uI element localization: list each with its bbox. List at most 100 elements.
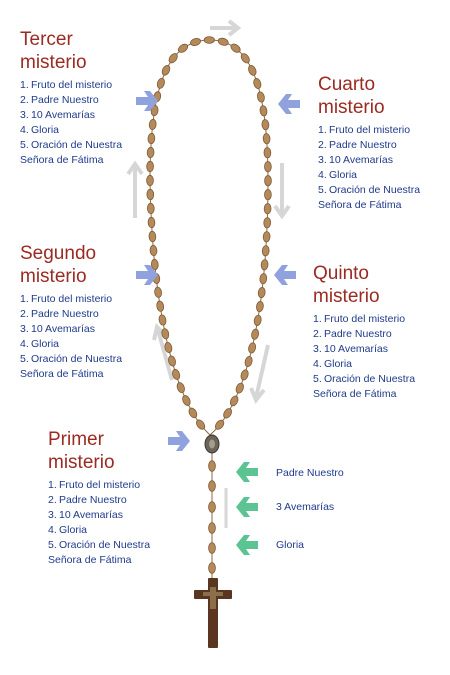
mystery-third-title: Tercer misterio <box>20 29 87 73</box>
rosary-bead <box>257 287 266 299</box>
step-5: 5.Oración de Nuestra Señora de Fátima <box>318 184 421 211</box>
step-label: Gloria <box>31 124 60 136</box>
rosary-bead <box>150 258 159 271</box>
mystery-second: Segundo misterio 1.Fruto del misterio 2.… <box>20 242 170 382</box>
step-label: Fruto del misterio <box>31 293 113 305</box>
step-label: Padre Nuestro <box>31 94 99 106</box>
rosary-bead <box>217 37 229 46</box>
step-label: Padre Nuestro <box>59 494 127 506</box>
rosary-bead <box>263 203 272 215</box>
step-label: Gloria <box>329 169 358 181</box>
mystery-second-title: Segundo misterio <box>20 243 97 287</box>
step-label: Oración de Nuestra Señora de Fátima <box>48 539 151 566</box>
rosary-bead <box>148 118 157 131</box>
rosary-bead <box>182 395 191 406</box>
rosary-bead <box>168 355 176 367</box>
flow-arrow-left-upper <box>126 160 144 218</box>
mystery-fourth-title: Cuarto misterio <box>318 74 385 118</box>
step-3: 3.10 Avemarías <box>20 323 96 335</box>
rosary-bead <box>168 53 178 64</box>
rosary-bead <box>261 245 270 257</box>
step-label: 10 Avemarías <box>59 509 124 521</box>
rosary-bead <box>253 78 262 89</box>
rosary-bead <box>148 230 157 243</box>
rosary-bead <box>161 328 170 340</box>
rosary-bead <box>251 328 259 340</box>
step-1: 1.Fruto del misterio <box>20 79 113 91</box>
crucifix <box>194 578 232 648</box>
rosary-bead <box>262 231 271 243</box>
rosary-bead <box>196 419 206 430</box>
step-2: 2.Padre Nuestro <box>48 494 127 506</box>
rosary-bead <box>244 356 253 367</box>
blue-arrow-right-icon <box>136 265 158 285</box>
flow-arrow-top <box>210 19 242 37</box>
rosary-bead <box>188 407 198 419</box>
mystery-fifth-title: Quinto misterio <box>313 263 380 307</box>
step-label: Gloria <box>59 524 88 536</box>
rosary-bead <box>147 216 156 229</box>
step-4: 4.Gloria <box>20 338 60 350</box>
rosary-bead <box>256 91 265 103</box>
step-1: 1.Fruto del misterio <box>20 293 113 305</box>
pendant-bead <box>208 460 216 472</box>
step-3: 3.10 Avemarías <box>48 509 124 521</box>
step-label: Padre Nuestro <box>329 139 397 151</box>
rosary-beads <box>146 36 272 430</box>
rosary-bead <box>146 146 155 159</box>
mystery-fifth: Quinto misterio 1.Fruto del misterio 2.P… <box>313 262 448 402</box>
step-5: 5.Oración de Nuestra Señora de Fátima <box>20 139 123 166</box>
rosary-bead <box>230 43 241 53</box>
rosary-bead <box>172 368 181 380</box>
step-label: 10 Avemarías <box>31 323 96 335</box>
step-2: 2.Padre Nuestro <box>20 308 99 320</box>
rosary-bead <box>263 217 272 229</box>
mystery-third-steps: 1.Fruto del misterio 2.Padre Nuestro 3.1… <box>20 78 170 168</box>
step-2: 2.Padre Nuestro <box>313 328 392 340</box>
rosary-bead <box>146 188 155 201</box>
rosary-bead <box>149 244 158 257</box>
step-label: 10 Avemarías <box>329 154 394 166</box>
flow-arrow-right-lower <box>249 344 270 404</box>
rosary-bead <box>150 105 159 117</box>
step-label: Gloria <box>31 338 60 350</box>
rosary-bead <box>264 175 272 187</box>
rosary-bead <box>264 161 272 173</box>
mystery-fifth-steps: 1.Fruto del misterio 2.Padre Nuestro 3.1… <box>313 312 448 402</box>
intro-padre-nuestro-label: Padre Nuestro <box>276 467 344 479</box>
step-3: 3.10 Avemarías <box>20 109 96 121</box>
blue-arrow-left-icon <box>278 94 300 114</box>
rosary-bead <box>264 189 272 201</box>
rosary-bead <box>240 53 250 64</box>
step-label: Oración de Nuestra Señora de Fátima <box>20 353 123 380</box>
step-label: Gloria <box>324 358 353 370</box>
rosary-bead <box>146 160 154 173</box>
rosary-bead <box>164 341 173 354</box>
step-label: Oración de Nuestra Señora de Fátima <box>20 139 123 166</box>
step-4: 4.Gloria <box>318 169 358 181</box>
rosary-bead <box>203 36 215 44</box>
step-5: 5.Oración de Nuestra Señora de Fátima <box>48 539 151 566</box>
blue-arrow-right-icon <box>168 431 190 451</box>
step-3: 3.10 Avemarías <box>318 154 394 166</box>
rosary-bead <box>248 342 257 354</box>
rosary-bead <box>256 300 264 313</box>
intro-avemarias-label: 3 Avemarías <box>276 501 335 513</box>
rosary-bead <box>214 419 225 430</box>
step-4: 4.Gloria <box>313 358 353 370</box>
flow-arrow-right-upper <box>273 163 291 220</box>
step-label: 10 Avemarías <box>324 343 389 355</box>
pendant-bead <box>208 542 216 554</box>
rosary-bead <box>146 174 154 187</box>
step-1: 1.Fruto del misterio <box>313 313 406 325</box>
rosary-bead <box>147 132 156 145</box>
rosary-bead <box>259 273 268 285</box>
intro-gloria-label: Gloria <box>276 539 305 551</box>
step-2: 2.Padre Nuestro <box>318 139 397 151</box>
rosary-bead <box>235 382 244 394</box>
step-label: Fruto del misterio <box>329 124 411 136</box>
step-label: Padre Nuestro <box>31 308 99 320</box>
mystery-third: Tercer misterio 1.Fruto del misterio 2.P… <box>20 28 170 168</box>
center-medal <box>204 434 220 454</box>
